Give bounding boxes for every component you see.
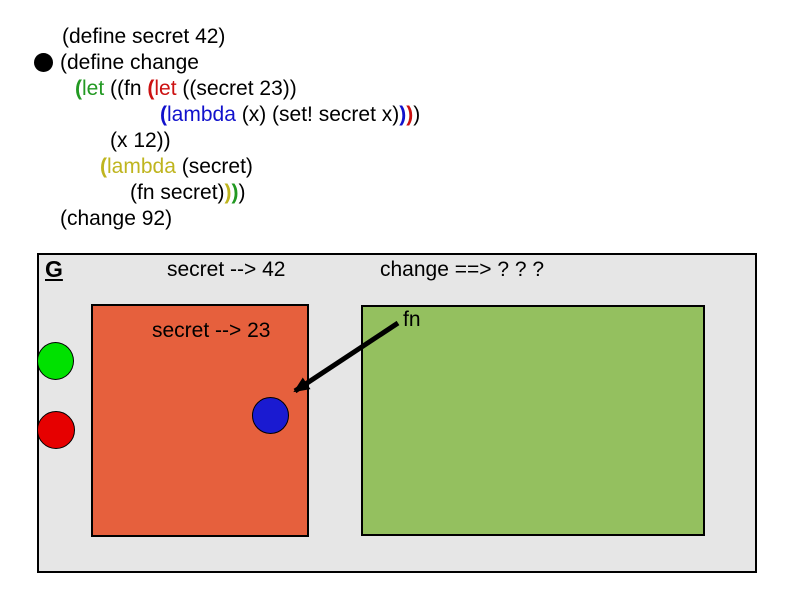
code-segment: )	[224, 181, 232, 204]
code-segment: ((secret 23))	[176, 77, 297, 100]
current-form-bullet-icon	[34, 53, 53, 72]
code-line: (lambda (secret)	[0, 154, 794, 180]
code-segment: ((fn	[104, 77, 148, 100]
code-segment: lambda	[167, 103, 236, 126]
code-segment: (	[160, 103, 167, 126]
scheme-code-block: (define secret 42)(define change(let ((f…	[0, 24, 794, 232]
code-line: (change 92)	[0, 206, 794, 232]
code-line: (x 12))	[0, 128, 794, 154]
code-segment: (x 12))	[110, 129, 171, 152]
code-segment: )	[399, 103, 407, 126]
let-frame-secret-binding: secret --> 23	[152, 319, 271, 342]
code-line: (lambda (x) (set! secret x))))	[0, 102, 794, 128]
code-line: (define secret 42)	[0, 24, 794, 50]
code-segment: let	[154, 77, 177, 100]
blue-closure-dot-icon	[252, 397, 289, 434]
code-segment: (secret)	[175, 155, 253, 178]
global-env-frame: G secret --> 42 change ==> ? ? ? secret …	[37, 253, 757, 573]
code-segment: lambda	[107, 155, 176, 178]
code-segment: (	[75, 77, 82, 100]
lambda-frame: fn	[361, 305, 705, 536]
code-segment: (x) (set! secret x)	[235, 103, 400, 126]
code-segment: (	[147, 77, 155, 100]
green-env-dot-icon	[37, 342, 74, 380]
code-segment: (define change	[60, 51, 199, 74]
code-line: (define change	[0, 50, 794, 76]
code-segment: )	[238, 181, 246, 204]
code-line: (let ((fn (let ((secret 23))	[0, 76, 794, 102]
secret-binding-text: secret --> 42	[167, 258, 286, 281]
code-line: (fn secret))))	[0, 180, 794, 206]
code-segment: (change 92)	[60, 207, 173, 230]
code-segment: (	[100, 155, 107, 178]
change-binding-text: change ==> ? ? ?	[380, 258, 545, 281]
code-segment: (define secret 42)	[62, 25, 226, 48]
code-segment: )	[406, 103, 414, 126]
code-segment: let	[82, 77, 105, 100]
red-env-dot-icon	[37, 411, 75, 449]
code-segment: )	[413, 103, 421, 126]
global-env-label: G	[45, 256, 63, 282]
lambda-frame-fn-binding: fn	[403, 308, 421, 331]
code-segment: (fn secret)	[130, 181, 225, 204]
code-segment: )	[231, 181, 239, 204]
